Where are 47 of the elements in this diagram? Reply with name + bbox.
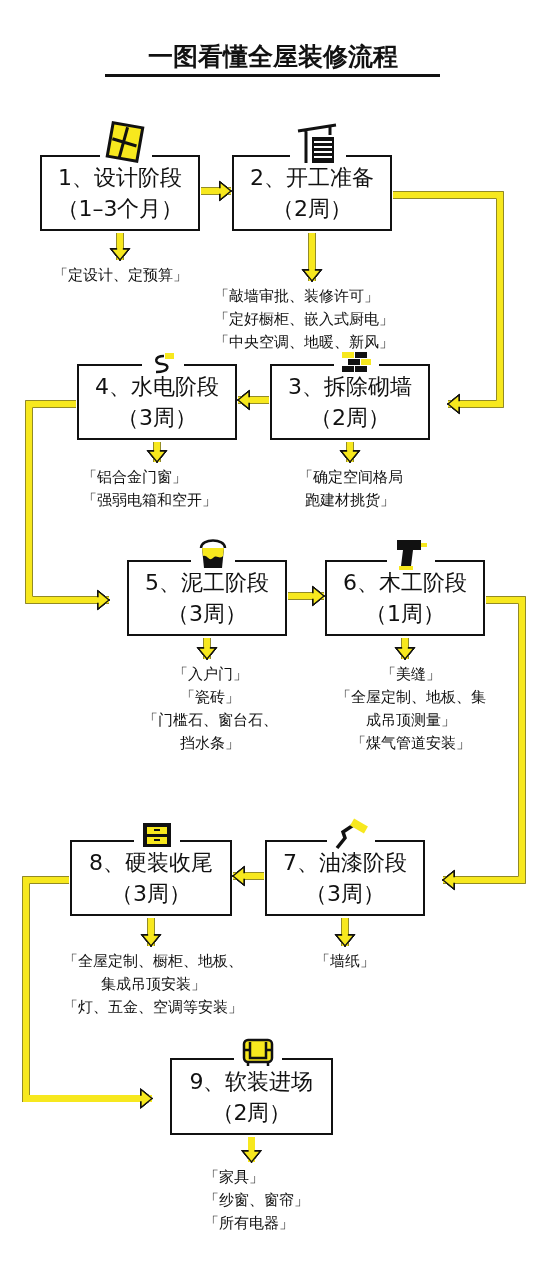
stage-box — [40, 155, 200, 231]
duration-text: （3周） — [167, 600, 247, 628]
title: 一图看懂全屋装修流程 — [105, 40, 440, 77]
stage-title: 5、泥工阶段 — [145, 569, 269, 597]
note-text: 「所有电器」 — [204, 1213, 295, 1234]
stage-title: 6、木工阶段 — [343, 569, 467, 597]
duration-text: （2周） — [272, 195, 352, 223]
stage-box — [265, 840, 425, 916]
stage-box — [127, 560, 287, 636]
note-text: 「墙纸」 — [314, 951, 376, 972]
stage-title: 1、设计阶段 — [58, 164, 182, 192]
note-text: 「家具」 — [204, 1167, 265, 1188]
stage-box — [170, 1058, 333, 1135]
stage-title: 9、软装进场 — [189, 1067, 314, 1096]
duration-text: （3周） — [117, 404, 197, 432]
note-text: 「定设计、定预算」 — [51, 265, 189, 286]
stage-title: 7、油漆阶段 — [283, 849, 407, 877]
note-text: 「敲墙审批、装修许可」 — [214, 286, 380, 307]
note-text: 「入户门」 — [171, 664, 249, 685]
stage-title: 2、开工准备 — [250, 164, 374, 192]
note-text: 「确定空间格局跑建材挑货」 — [296, 467, 404, 511]
stage-box — [77, 364, 237, 440]
note-text: 「灯、五金、空调等安装」 — [62, 997, 244, 1018]
duration-text: （3周） — [305, 880, 385, 908]
stage-box — [70, 840, 232, 916]
duration-text: （2周） — [310, 404, 390, 432]
note-text: 「全屋定制、橱柜、地板、集成吊顶安装」 — [62, 951, 244, 995]
stage-box — [270, 364, 430, 440]
duration-text: （1–3个月） — [56, 195, 184, 223]
note-text: 「定好橱柜、嵌入式厨电」 — [214, 309, 395, 330]
stage-box — [325, 560, 485, 636]
duration-text: （1周） — [365, 600, 445, 628]
stage-box — [232, 155, 392, 231]
note-text: 「煤气管道安装」 — [350, 733, 472, 754]
stage-title: 3、拆除砌墙 — [288, 373, 412, 401]
note-text: 「门槛石、窗台石、挡水条」 — [141, 710, 279, 754]
stage-title: 8、硬装收尾 — [89, 849, 213, 877]
duration-text: （3周） — [111, 880, 191, 908]
note-text: 「中央空调、地暖、新风」 — [214, 332, 395, 353]
duration-text: （2周） — [211, 1098, 292, 1127]
stage-title: 4、水电阶段 — [95, 373, 219, 401]
note-text: 「铝合金门窗」 — [82, 467, 188, 488]
note-text: 「瓷砖」 — [179, 687, 241, 708]
note-text: 「全屋定制、地板、集成吊顶测量」 — [336, 687, 486, 731]
note-text: 「美缝」 — [380, 664, 442, 685]
note-text: 「强弱电箱和空开」 — [82, 490, 218, 511]
note-text: 「纱窗、窗帘」 — [204, 1190, 310, 1211]
